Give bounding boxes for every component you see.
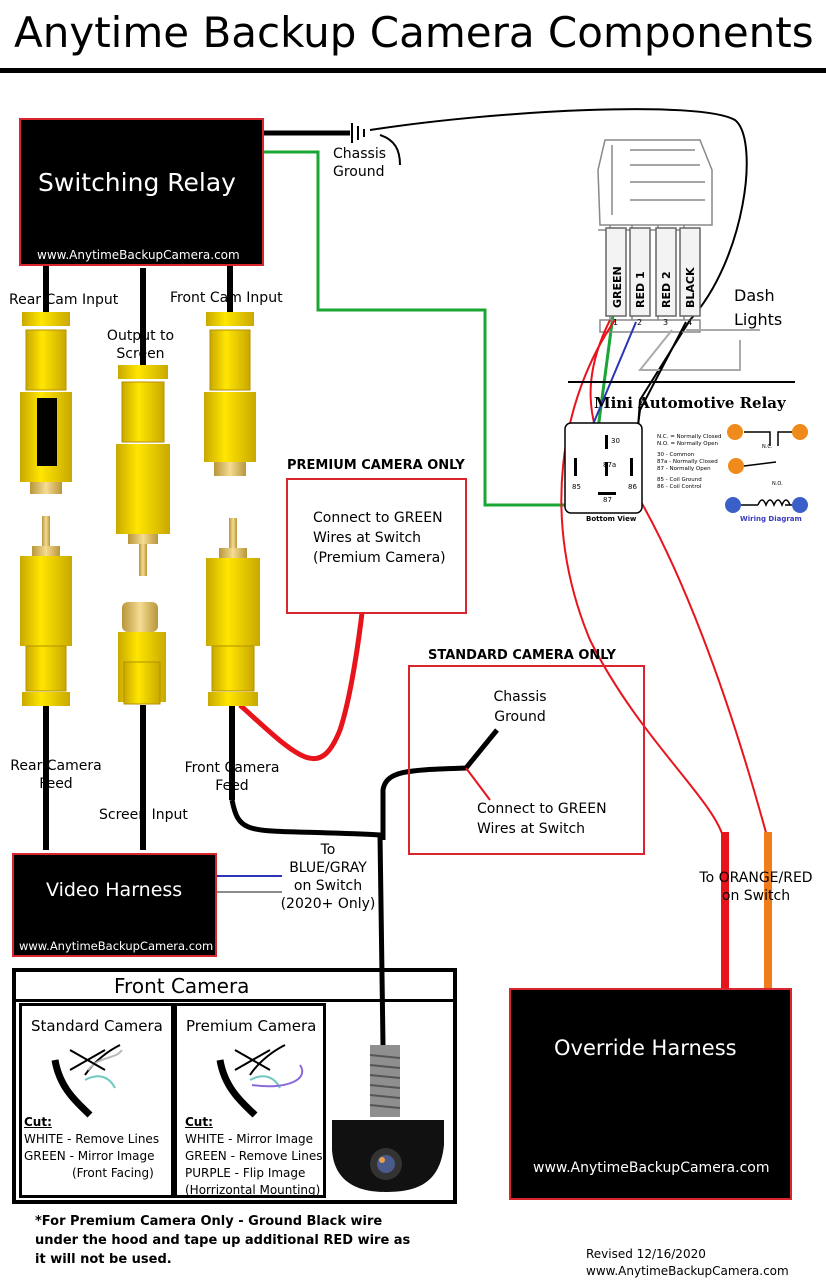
rca-output-to-screen-connector bbox=[116, 365, 170, 576]
mini-relay-wiring-diagram-label: Wiring Diagram bbox=[740, 515, 802, 523]
footnote: *For Premium Camera Only - Ground Black … bbox=[35, 1214, 411, 1267]
mini-relay-pin-87: 87 bbox=[603, 496, 612, 504]
switch-pin-2: 2 bbox=[637, 318, 643, 327]
switch-wire-label-black: BLACK bbox=[684, 267, 697, 308]
standard-note-header: STANDARD CAMERA ONLY bbox=[428, 648, 616, 663]
mini-relay-pin-86: 86 bbox=[628, 483, 637, 491]
red-wire-1 bbox=[560, 319, 725, 841]
switch-wire-label-green: GREEN bbox=[611, 266, 624, 308]
rca-cables bbox=[43, 266, 235, 850]
video-harness-url: www.AnytimeBackupCamera.com bbox=[19, 939, 214, 953]
switch-pin-4: 4 bbox=[687, 318, 693, 327]
rca-rear-cam-input-connector bbox=[20, 312, 72, 494]
standard-camera-wire-cut-icon bbox=[51, 1044, 123, 1118]
mini-relay-pin-87a: 87a bbox=[603, 461, 617, 469]
rca-rear-camera-feed-connector bbox=[20, 516, 72, 706]
override-orange-wire bbox=[764, 832, 772, 992]
mini-relay-nc: N.C. bbox=[762, 444, 773, 450]
standard-red-wire bbox=[465, 767, 491, 801]
premium-camera-panel: Premium Camera Cut: WHITE - Mirror Image… bbox=[174, 1003, 326, 1198]
rear-cam-input-label: Rear Cam Input bbox=[9, 292, 119, 308]
front-camera-title: Front Camera bbox=[114, 974, 250, 998]
video-harness-box: Video Harness www.AnytimeBackupCamera.co… bbox=[12, 853, 217, 957]
front-feed-wire bbox=[229, 799, 386, 1046]
screen-input-label: Screen Input bbox=[99, 807, 188, 823]
title-divider bbox=[0, 68, 826, 73]
premium-camera-wire-cut-icon bbox=[216, 1044, 304, 1118]
front-camera-panel: Front Camera bbox=[12, 968, 457, 1204]
dash-switch bbox=[597, 139, 713, 333]
switch-pin-1: 1 bbox=[613, 318, 619, 327]
orange-red-wire bbox=[621, 469, 769, 841]
standard-camera-title: Standard Camera bbox=[31, 1017, 163, 1035]
switch-wire-label-red1: RED 1 bbox=[634, 271, 647, 308]
override-harness-url: www.AnytimeBackupCamera.com bbox=[533, 1160, 770, 1176]
mini-relay-pin-85: 85 bbox=[572, 483, 581, 491]
switch-wire-label-red2: RED 2 bbox=[660, 271, 673, 308]
premium-note-header: PREMIUM CAMERA ONLY bbox=[287, 458, 465, 473]
video-harness-title: Video Harness bbox=[46, 879, 183, 901]
premium-camera-title: Premium Camera bbox=[186, 1017, 317, 1035]
mini-relay-title: Mini Automotive Relay bbox=[594, 394, 786, 412]
mini-relay-wiring-diagram bbox=[725, 424, 808, 513]
front-cam-input-label: Front Cam Input bbox=[170, 290, 283, 306]
standard-camera-cut-text: Cut: WHITE - Remove Lines GREEN - Mirror… bbox=[24, 1115, 160, 1180]
premium-red-wire bbox=[238, 574, 369, 762]
page-title: Anytime Backup Camera Components bbox=[14, 8, 814, 57]
mini-relay-bottom-view bbox=[564, 422, 643, 514]
dash-lights-wire bbox=[637, 329, 760, 371]
standard-ground-wire bbox=[380, 728, 499, 840]
premium-camera-cut-text: Cut: WHITE - Mirror Image GREEN - Remove… bbox=[185, 1115, 323, 1197]
rca-front-cam-input-connector bbox=[204, 312, 256, 476]
green-wire bbox=[262, 150, 617, 507]
chassis-ground-wire bbox=[262, 108, 748, 471]
mini-relay-bottom-view-label: Bottom View bbox=[586, 515, 637, 523]
switching-relay-url: www.AnytimeBackupCamera.com bbox=[37, 248, 240, 262]
switching-relay-title: Switching Relay bbox=[38, 168, 236, 197]
rca-front-camera-feed-connector bbox=[206, 518, 260, 706]
override-harness-box: Override Harness www.AnytimeBackupCamera… bbox=[509, 988, 792, 1200]
mini-relay-no: N.O. bbox=[772, 481, 783, 487]
standard-camera-panel: Standard Camera Cut: WHITE - Remove Line… bbox=[19, 1003, 174, 1198]
switch-pin-3: 3 bbox=[663, 318, 669, 327]
override-harness-title: Override Harness bbox=[554, 1036, 737, 1060]
rca-screen-input-connector bbox=[118, 602, 166, 705]
override-red-wire bbox=[721, 832, 729, 992]
front-camera-device bbox=[332, 1045, 444, 1192]
front-camera-divider bbox=[16, 999, 453, 1002]
switching-relay-box: Switching Relay www.AnytimeBackupCamera.… bbox=[19, 118, 264, 266]
mini-relay-pin-30: 30 bbox=[611, 437, 620, 445]
